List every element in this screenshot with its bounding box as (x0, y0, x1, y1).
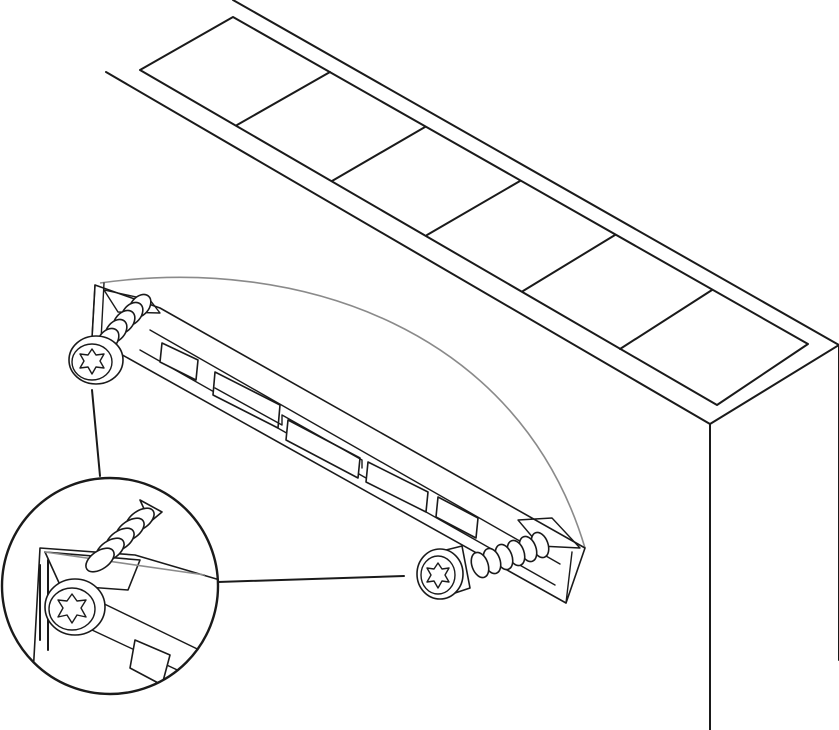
screw-head-rim (71, 343, 113, 381)
detail-callout (0, 476, 220, 696)
cabinet-panel (105, 0, 839, 730)
tile-divider (331, 126, 426, 182)
rail-slot (159, 342, 199, 381)
panel-top-back-edge (232, 0, 839, 346)
callout-leader-top (91, 389, 101, 477)
rail-bracket-left (103, 289, 161, 314)
screw-head (68, 335, 124, 385)
detail-circle-border (0, 476, 220, 696)
screw-right (416, 531, 550, 600)
screw-head-rim (420, 555, 456, 595)
callout-leader-right (217, 575, 405, 583)
tile-divider (426, 180, 521, 236)
tile-divider (236, 71, 331, 126)
rail-left-end (91, 284, 96, 339)
detail-screw-head (44, 578, 106, 636)
panel-top-inset (139, 16, 809, 406)
rail-inner-top (149, 329, 561, 565)
screw-thread (470, 531, 550, 579)
detail-arc-line (44, 551, 206, 576)
rail-slot (365, 461, 429, 513)
detail-screw-head-rim (48, 587, 96, 631)
detail-screw-thread (85, 499, 163, 573)
screw-left (68, 293, 152, 385)
rail-slot (435, 496, 479, 539)
rail-left-inner (100, 282, 105, 341)
tile-divider (522, 234, 616, 292)
tile-divider (619, 289, 713, 350)
rail-step-line (214, 387, 363, 469)
rotation-arc (99, 276, 586, 549)
torx-drive-icon (57, 593, 87, 624)
top-tiles (236, 71, 713, 350)
torx-drive-icon (426, 562, 450, 589)
rail-right-end (565, 551, 573, 604)
torx-drive-icon (79, 348, 105, 375)
